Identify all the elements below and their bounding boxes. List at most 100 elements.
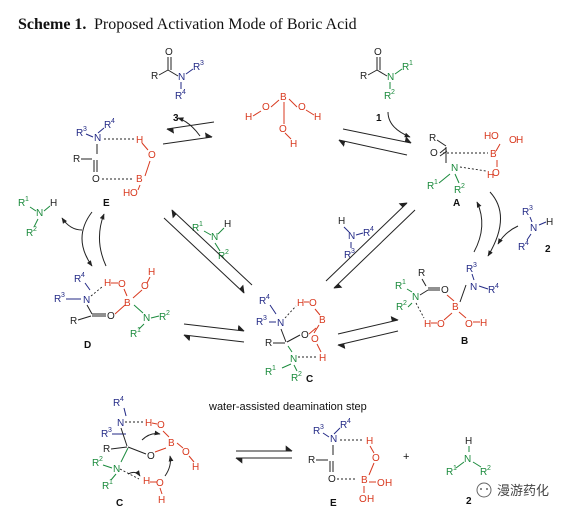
svg-text:N: N	[117, 418, 124, 429]
svg-text:O: O	[372, 453, 380, 464]
svg-text:1: 1	[434, 179, 438, 186]
svg-text:R: R	[259, 296, 266, 307]
svg-text:3: 3	[83, 126, 87, 133]
svg-text:1: 1	[402, 279, 406, 286]
svg-text:4: 4	[81, 272, 85, 279]
svg-text:N: N	[178, 72, 185, 83]
svg-text:O: O	[377, 478, 385, 489]
svg-text:H: H	[516, 135, 523, 146]
svg-text:B: B	[124, 298, 131, 309]
svg-text:R: R	[488, 285, 495, 296]
svg-text:O: O	[437, 319, 445, 330]
svg-text:3: 3	[263, 315, 267, 322]
svg-text:1: 1	[199, 221, 203, 228]
arrow-E-to-C	[163, 217, 245, 294]
svg-text:3: 3	[473, 262, 477, 269]
svg-text:R: R	[446, 467, 453, 478]
svg-text:O: O	[148, 150, 156, 161]
amine-reagent-2: R 3 N H R 4 2	[518, 205, 553, 255]
svg-text:1: 1	[272, 365, 276, 372]
arrow-B-to-A	[473, 201, 483, 253]
curly-arrow-2	[164, 455, 174, 477]
svg-text:R: R	[54, 294, 61, 305]
svg-text:4: 4	[182, 89, 186, 96]
equilibrium-arrow-bottom	[235, 445, 293, 464]
intermediate-E-bottom: R 3 N R 4 H O R O B O H O H E	[308, 418, 392, 509]
svg-text:N: N	[113, 464, 120, 475]
svg-text:R: R	[26, 228, 33, 239]
svg-text:R: R	[518, 242, 525, 253]
compound-number-2-bottom: 2	[466, 496, 472, 507]
svg-text:B: B	[136, 174, 143, 185]
svg-text:2: 2	[298, 371, 302, 378]
svg-text:R: R	[265, 367, 272, 378]
svg-text:H: H	[424, 319, 431, 330]
svg-text:B: B	[490, 149, 497, 160]
svg-text:H: H	[487, 170, 494, 181]
svg-text:N: N	[277, 318, 284, 329]
svg-text:R: R	[340, 420, 347, 431]
svg-text:R: R	[291, 373, 298, 384]
svg-text:R: R	[76, 128, 83, 139]
svg-text:2: 2	[225, 249, 229, 256]
svg-text:1: 1	[453, 465, 457, 472]
svg-text:R: R	[402, 62, 409, 73]
svg-text:R: R	[193, 62, 200, 73]
intermediate-A: R O B H O O H O N H R 1 R 2 A	[427, 131, 523, 209]
scheme-caption: Scheme 1. Proposed Activation Mode of Bo…	[18, 16, 357, 33]
svg-text:R: R	[113, 398, 120, 409]
svg-text:N: N	[412, 292, 419, 303]
arrow-E-to-D	[81, 211, 93, 267]
svg-text:O: O	[491, 131, 499, 142]
watermark-text: 漫游药化	[497, 484, 549, 499]
svg-text:H: H	[297, 298, 304, 309]
svg-text:R: R	[18, 198, 25, 209]
wechat-icon	[476, 482, 492, 498]
arrow-product-exit	[177, 117, 201, 137]
plus-sign: +	[403, 451, 409, 463]
svg-text:O: O	[165, 47, 173, 58]
arrow-D-to-E	[99, 213, 107, 267]
svg-text:R: R	[344, 250, 351, 261]
svg-text:N: N	[330, 434, 337, 445]
svg-text:O: O	[328, 474, 336, 485]
svg-text:O: O	[359, 494, 367, 505]
arrow-D-to-C	[183, 323, 245, 332]
svg-text:H: H	[136, 135, 143, 146]
svg-text:O: O	[298, 102, 306, 113]
svg-text:H: H	[314, 112, 321, 123]
svg-text:O: O	[141, 281, 149, 292]
svg-text:O: O	[430, 148, 438, 159]
water-step-label: water-assisted deamination step	[208, 401, 367, 413]
intermediate-C-bottom: R 4 N H O B O H R 3 R O N R 2 R 1 H O H	[92, 396, 199, 509]
svg-text:O: O	[279, 124, 287, 135]
svg-text:R: R	[102, 481, 109, 492]
curly-arrow-1	[141, 430, 161, 441]
svg-text:R: R	[159, 312, 166, 323]
arrow-C-to-B	[337, 315, 399, 335]
svg-text:R: R	[104, 120, 111, 131]
svg-text:N: N	[36, 208, 43, 219]
label-D: D	[84, 340, 91, 351]
svg-text:2: 2	[166, 310, 170, 317]
compound-number-1: 1	[376, 113, 382, 124]
svg-text:3: 3	[351, 248, 355, 255]
arrow-from-A	[338, 139, 408, 156]
svg-text:N: N	[143, 313, 150, 324]
svg-text:R: R	[265, 338, 272, 349]
svg-text:2: 2	[403, 300, 407, 307]
caption-label: Scheme 1.	[18, 16, 86, 33]
svg-text:4: 4	[370, 226, 374, 233]
svg-text:N: N	[290, 354, 297, 365]
svg-text:4: 4	[525, 240, 529, 247]
svg-text:R: R	[308, 455, 315, 466]
arrow-from-E	[162, 132, 213, 145]
svg-text:R: R	[395, 281, 402, 292]
svg-text:4: 4	[120, 396, 124, 403]
svg-text:R: R	[454, 185, 461, 196]
svg-text:H: H	[245, 112, 252, 123]
svg-text:O: O	[182, 447, 190, 458]
svg-text:H: H	[338, 216, 345, 227]
arrow-C-to-D	[183, 334, 245, 343]
